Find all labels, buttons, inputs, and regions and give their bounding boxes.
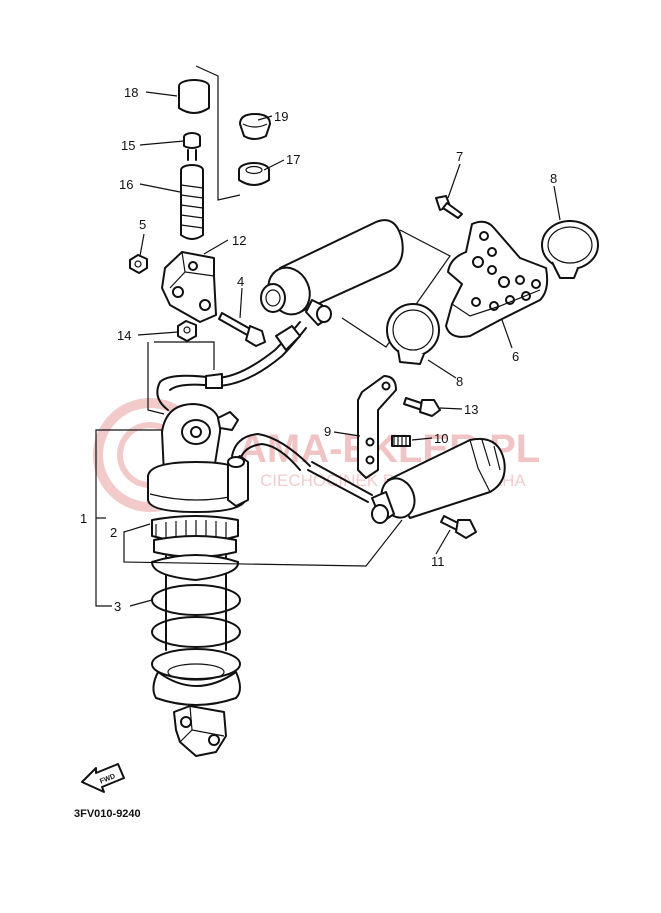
bracket-line-14-17 [195, 65, 241, 201]
part-9-bracket [357, 375, 397, 479]
fwd-arrow-icon: FWD [81, 763, 125, 793]
callout-13: 12 [232, 233, 246, 248]
part-7-bolt [435, 195, 463, 219]
callout-12: 13 [464, 402, 478, 417]
callout-numbers: 18 15 16 19 17 5 12 4 14 7 8 6 8 9 10 13… [80, 85, 557, 614]
callout-8-left: 8 [456, 374, 463, 389]
part-15-nut [177, 320, 197, 342]
part-12-bolt [403, 397, 441, 417]
leader-lines [137, 91, 561, 555]
part-8-clamp-left [386, 303, 440, 365]
part-10-clip [391, 435, 411, 447]
bracket-line-2 [123, 519, 403, 567]
callout-14: 18 [124, 85, 138, 100]
callout-4: 4 [237, 274, 244, 289]
callout-8-right: 8 [550, 171, 557, 186]
diagram-code: 3FV010-9240 [74, 808, 141, 820]
callout-3: 3 [114, 599, 121, 614]
callout-17: 16 [119, 177, 133, 192]
callout-10: 10 [434, 431, 448, 446]
part-6-mounting-plate [445, 220, 549, 338]
bracket-line-3 [129, 599, 153, 607]
callout-11: 11 [431, 554, 445, 569]
callout-5: 5 [139, 217, 146, 232]
callout-1: 1 [80, 511, 87, 526]
callout-6: 6 [512, 349, 519, 364]
part-8-clamp-right [541, 220, 599, 279]
reservoir-tank [260, 219, 404, 326]
callout-9: 9 [324, 424, 331, 439]
callout-18: 17 [286, 152, 300, 167]
callout-2: 2 [110, 525, 117, 540]
part-5-nut [129, 254, 148, 274]
part-14-collar [178, 79, 210, 114]
callout-7: 7 [456, 149, 463, 164]
part-11-bolt [440, 515, 477, 539]
part-13-upper-mount-bracket [161, 251, 217, 323]
preload-adjuster-unit [371, 438, 506, 524]
part-18-ring [238, 162, 270, 186]
callout-16: 15 [121, 138, 135, 153]
callout-19: 19 [274, 109, 288, 124]
part-17-adjuster-rod [180, 164, 204, 240]
part-4-bolt [218, 312, 266, 347]
bracket-line-reservoir [341, 229, 451, 348]
part-19-cap [239, 113, 271, 140]
part-16-bolt [183, 132, 201, 161]
callout-15: 14 [117, 328, 131, 343]
part-1-rear-shock-absorber [147, 403, 249, 757]
